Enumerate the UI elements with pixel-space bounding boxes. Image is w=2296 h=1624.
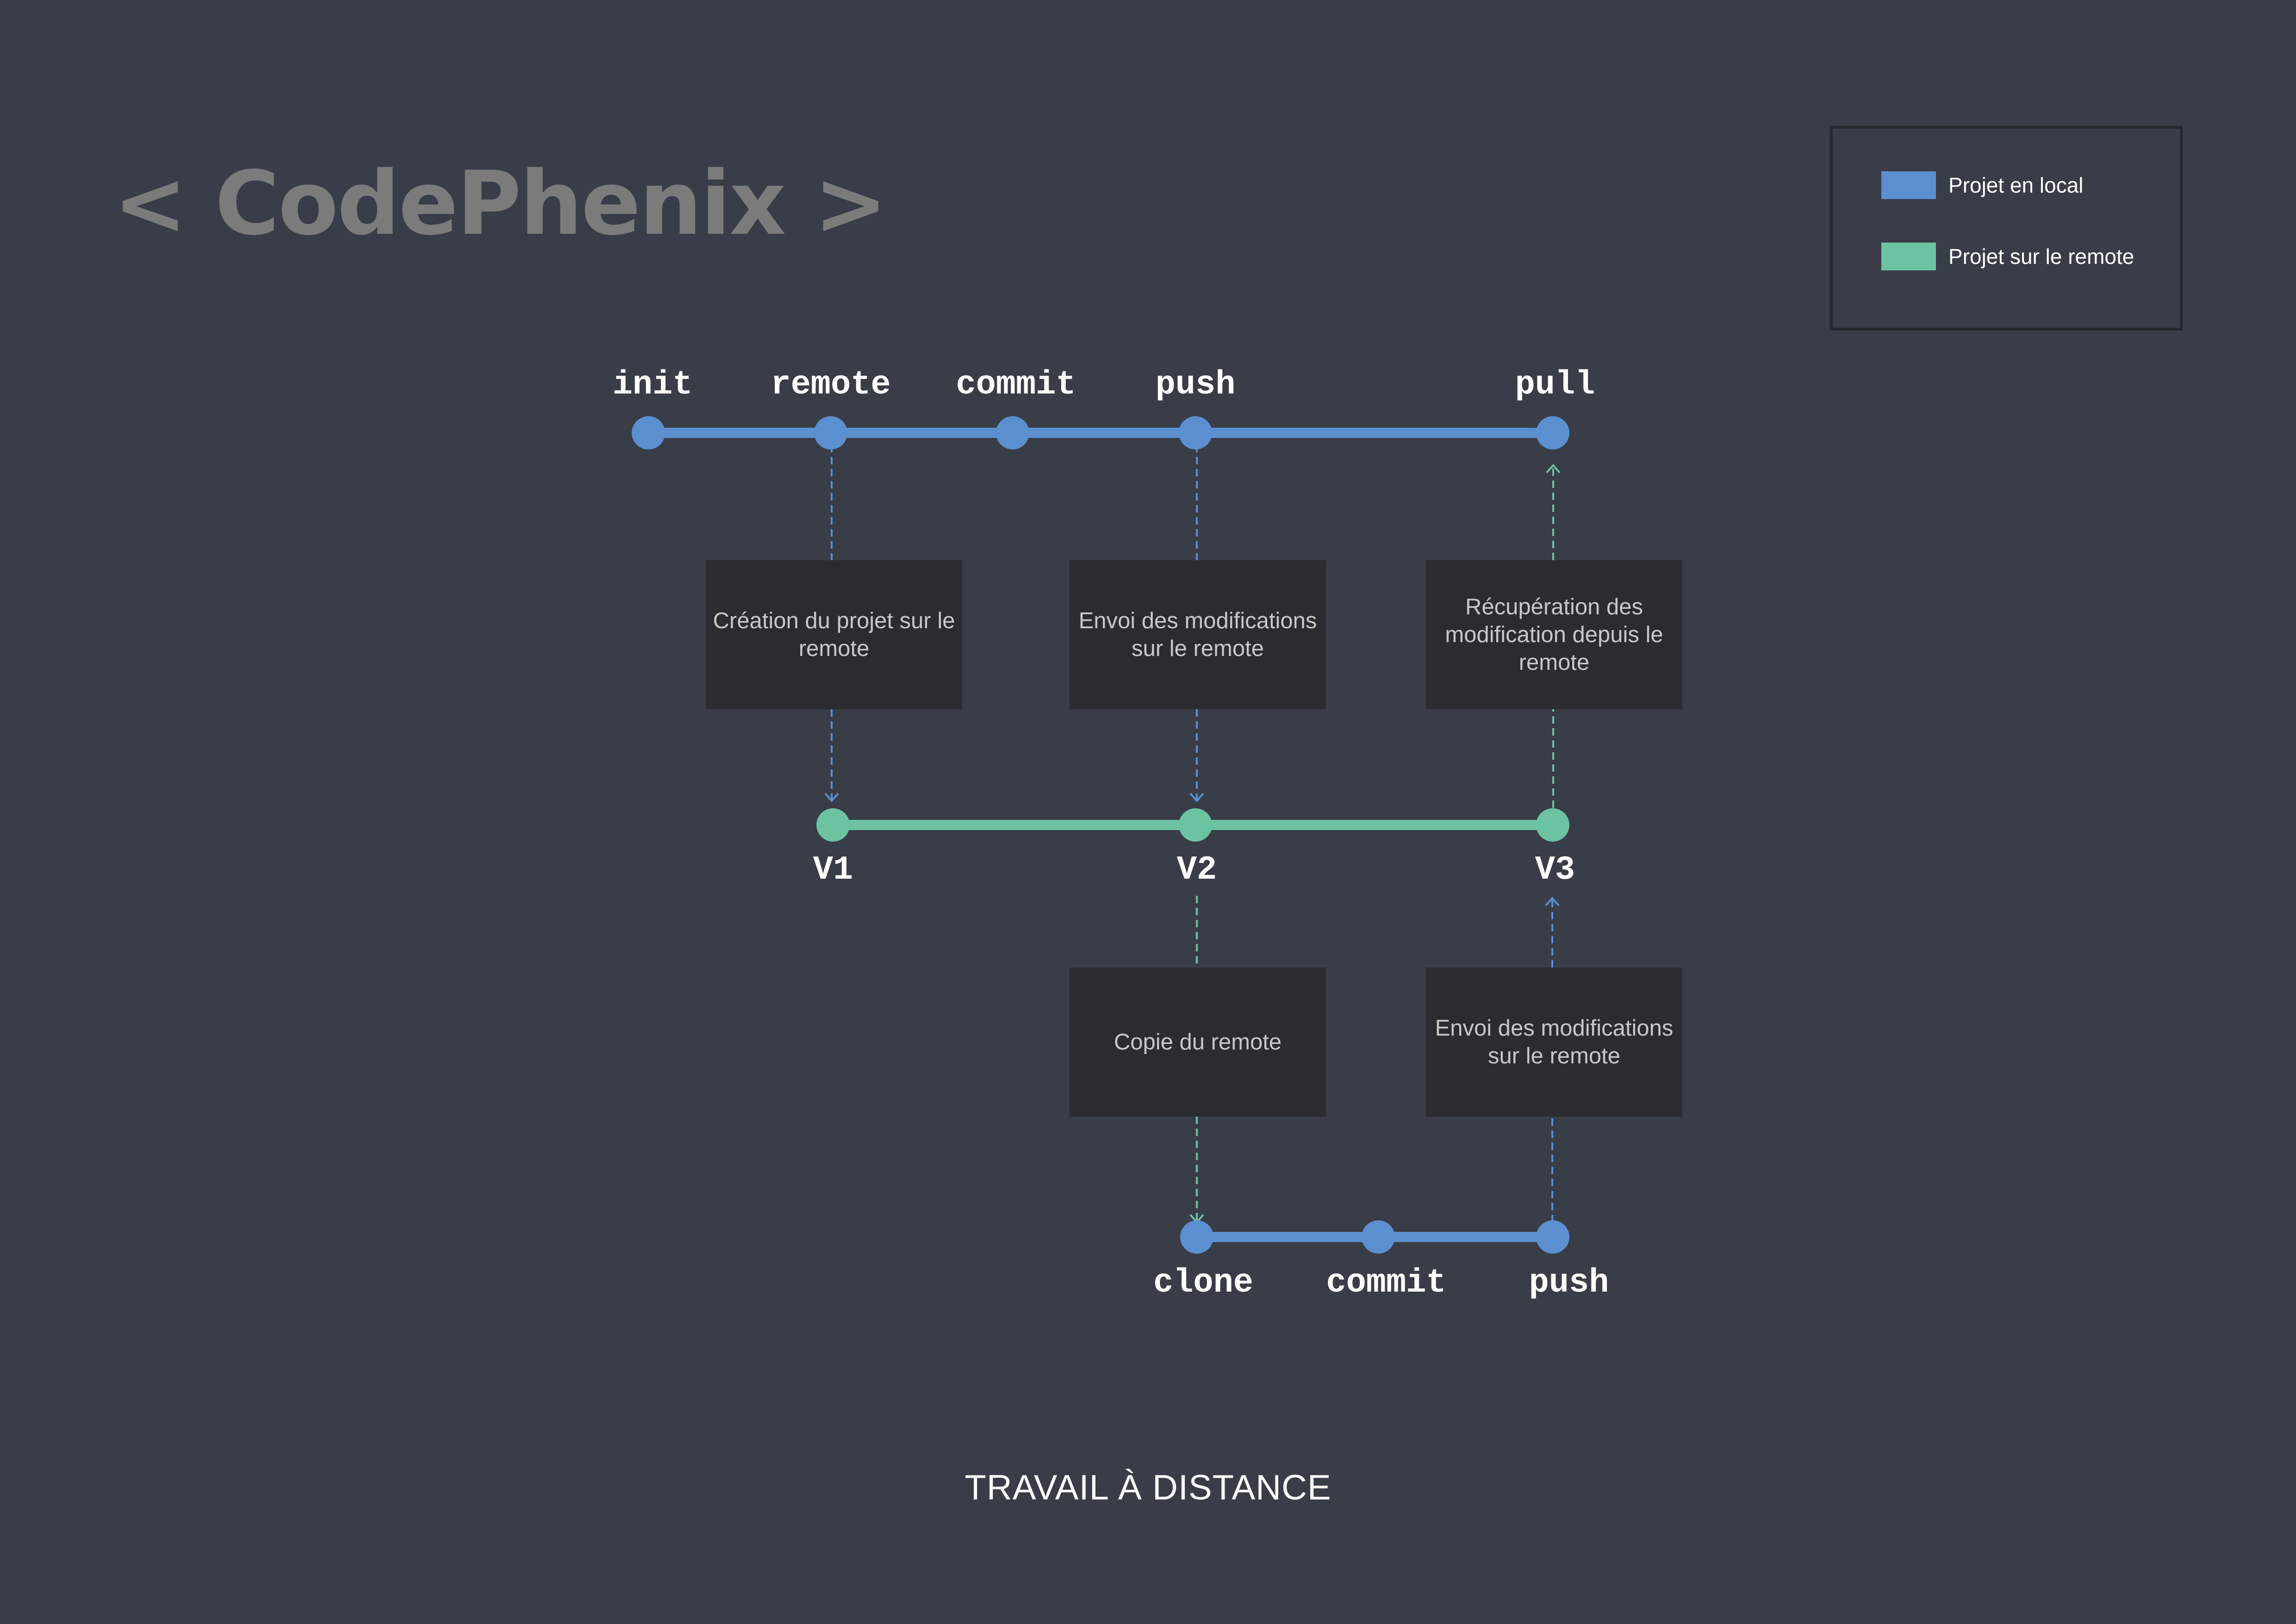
box-envoi-modifications-clone-text: Envoi des modifications sur le remote xyxy=(1435,1016,1674,1068)
remote-timeline: V1 V2 V3 xyxy=(813,808,1575,889)
box-copie-remote-text: Copie du remote xyxy=(1114,1030,1282,1055)
label-clone-push: push xyxy=(1529,1264,1609,1302)
node-clone-push xyxy=(1536,1220,1569,1254)
node-clone-commit xyxy=(1362,1220,1395,1254)
node-commit xyxy=(996,416,1029,450)
box-envoi-modifications: Envoi des modifications sur le remote xyxy=(1070,560,1326,709)
legend-swatch-remote xyxy=(1881,243,1936,270)
box-copie-remote: Copie du remote xyxy=(1070,968,1326,1117)
box-envoi-modifications-text: Envoi des modifications sur le remote xyxy=(1078,608,1317,661)
legend-swatch-local xyxy=(1881,171,1936,199)
node-v1 xyxy=(816,808,850,842)
label-v3: V3 xyxy=(1535,851,1575,889)
label-v2: V2 xyxy=(1177,851,1217,889)
node-v3 xyxy=(1536,808,1569,842)
node-pull xyxy=(1536,416,1569,450)
label-clone: clone xyxy=(1153,1264,1253,1302)
label-init: init xyxy=(613,366,693,404)
box-recuperation: Récupération des modification depuis le … xyxy=(1426,560,1682,709)
label-commit: commit xyxy=(956,366,1076,404)
legend-label-local: Projet en local xyxy=(1948,173,2084,197)
label-push: push xyxy=(1156,366,1236,404)
node-clone xyxy=(1180,1220,1213,1254)
diagram-caption: TRAVAIL À DISTANCE xyxy=(964,1468,1332,1507)
legend-label-remote: Projet sur le remote xyxy=(1948,244,2134,269)
node-push xyxy=(1179,416,1212,450)
box-creation-remote: Création du projet sur le remote xyxy=(706,560,962,709)
codephenix-logo: < CodePhenix > xyxy=(113,152,888,255)
local-timeline: init remote commit push pull xyxy=(613,366,1595,450)
clone-timeline: clone commit push xyxy=(1153,1220,1609,1302)
label-v1: V1 xyxy=(813,851,853,889)
label-pull: pull xyxy=(1515,366,1595,404)
connectors xyxy=(824,433,1561,1224)
box-envoi-modifications-clone: Envoi des modifications sur le remote xyxy=(1426,968,1682,1117)
node-init xyxy=(632,416,665,450)
label-clone-commit: commit xyxy=(1326,1264,1446,1302)
box-recuperation-text: Récupération des modification depuis le … xyxy=(1445,594,1663,675)
node-v2 xyxy=(1179,808,1212,842)
box-creation-remote-text: Création du projet sur le remote xyxy=(713,608,955,661)
label-remote: remote xyxy=(771,366,890,404)
node-remote xyxy=(814,416,847,450)
legend: Projet en local Projet sur le remote xyxy=(1830,126,2183,331)
